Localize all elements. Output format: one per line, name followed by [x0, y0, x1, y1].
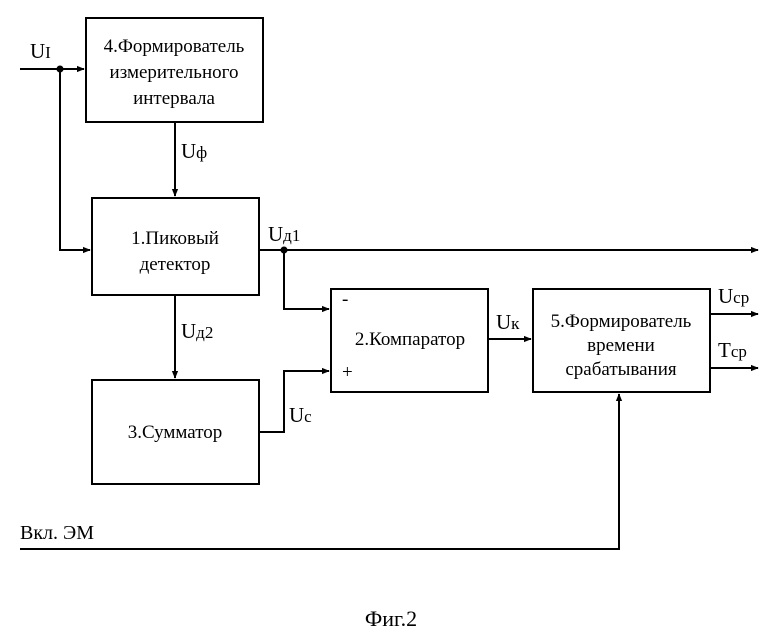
label-uk: Uк: [496, 310, 520, 334]
label-ud1: Uд1: [268, 222, 300, 246]
label-ui: UI: [30, 39, 51, 63]
label-enable-em: Вкл. ЭМ: [20, 522, 94, 544]
wire-ud1-to-comparator: [284, 250, 329, 309]
block-peak-detector-line-2: детектор: [140, 254, 211, 275]
block-former-interval-line-3: интервала: [133, 88, 215, 109]
block-peak-detector-line-1: 1.Пиковый: [131, 228, 219, 249]
block-former-interval-line-1: 4.Формирователь: [104, 36, 245, 57]
label-uc: Uc: [289, 403, 312, 427]
block-former-time-line-2: времени: [587, 335, 655, 356]
label-uf: Uф: [181, 139, 207, 163]
label-usr: Uср: [718, 284, 749, 308]
block-former-interval-line-2: измерительного: [110, 62, 239, 83]
label-tsr: Tср: [718, 338, 747, 362]
block-former-time-line-3: срабатывания: [565, 359, 677, 380]
block-former-time-line-1: 5.Формирователь: [551, 311, 692, 332]
block-comparator: 2.Компаратор - +: [331, 289, 488, 392]
figure-caption: Фиг.2: [365, 606, 417, 631]
comparator-minus-sign: -: [342, 289, 348, 310]
block-former-time: 5.Формирователь времени срабатывания: [533, 289, 710, 392]
block-summator-label: 3.Сумматор: [128, 422, 223, 443]
block-peak-detector: 1.Пиковый детектор: [92, 198, 259, 295]
label-ud2: Uд2: [181, 319, 213, 343]
block-comparator-label: 2.Компаратор: [355, 329, 465, 350]
block-former-interval: 4.Формирователь измерительного интервала: [86, 18, 263, 122]
block-summator: 3.Сумматор: [92, 380, 259, 484]
comparator-plus-sign: +: [342, 362, 353, 383]
